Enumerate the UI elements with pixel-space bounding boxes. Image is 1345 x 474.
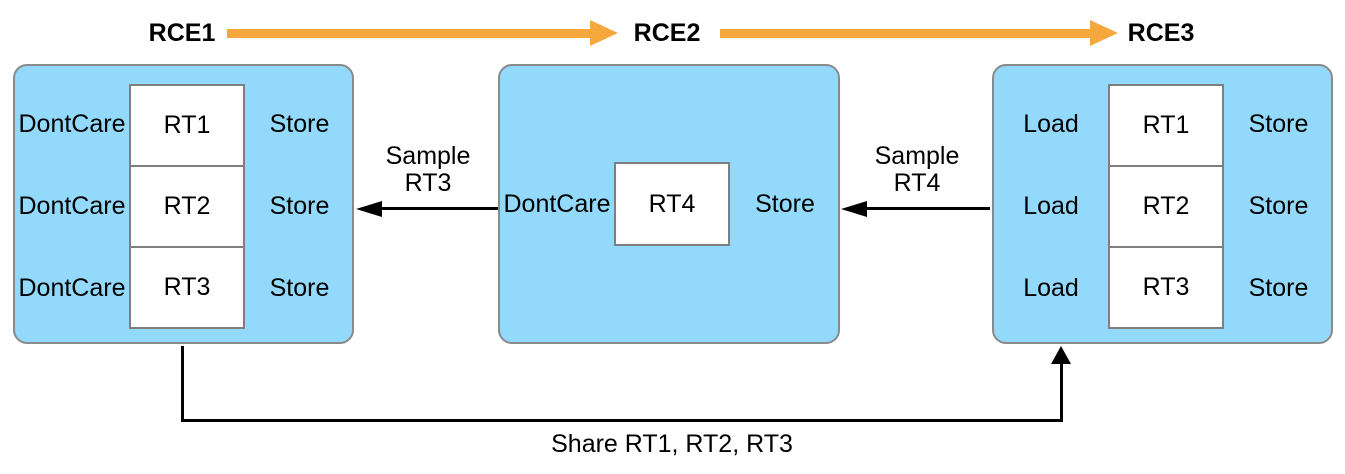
sample-rt4-label: Sample RT4	[837, 143, 997, 197]
sample-arrow-rce3-rce2	[859, 207, 990, 210]
rce3-load-actions: Load Load Load	[994, 84, 1108, 329]
timeline-arrow-rce1-rce2	[227, 29, 591, 38]
sample-label-line1: Sample	[874, 142, 960, 170]
sample-label-line2: RT4	[893, 169, 941, 197]
sample-label-line1: Sample	[385, 142, 471, 170]
stage-label-rce1: RCE1	[148, 19, 216, 47]
load-action-label: Load	[1023, 110, 1079, 139]
load-action-label: DontCare	[18, 273, 126, 302]
share-targets-label: Share RT1, RT2, RT3	[551, 430, 793, 458]
load-action-label: Load	[1023, 273, 1079, 302]
store-action-label: Store	[269, 273, 330, 302]
render-target-box: RT4	[614, 162, 730, 246]
sample-label-line2: RT3	[404, 169, 452, 197]
render-target-box: RT1	[129, 84, 245, 167]
render-target-box: RT3	[129, 246, 245, 329]
share-arrow-segment-up	[1060, 362, 1063, 422]
store-action-label: Store	[269, 192, 330, 220]
share-arrow-segment-down	[181, 346, 184, 419]
sample-rt3-label: Sample RT3	[348, 143, 508, 197]
encoder-block-rce3: Load Load Load RT1 RT2 RT3 Store Store S…	[992, 64, 1333, 344]
share-arrow-segment-across	[181, 419, 1063, 422]
render-target-box: RT1	[1108, 84, 1224, 167]
timeline-arrowhead-rce2-rce3-icon	[1090, 20, 1118, 46]
store-action-label: Store	[1248, 273, 1309, 302]
rce1-store-actions: Store Store Store	[245, 84, 354, 329]
render-target-box: RT2	[1108, 165, 1224, 248]
rce1-render-target-stack: RT1 RT2 RT3	[129, 84, 245, 329]
rce3-render-target-stack: RT1 RT2 RT3	[1108, 84, 1224, 329]
stage-label-rce3: RCE3	[1127, 19, 1195, 47]
rce1-load-actions: DontCare DontCare DontCare	[15, 84, 129, 329]
load-action-label: DontCare	[18, 110, 126, 139]
timeline-arrow-rce2-rce3	[720, 29, 1091, 38]
store-action-label: Store	[755, 189, 815, 218]
encoder-block-rce1: DontCare DontCare DontCare RT1 RT2 RT3 S…	[13, 64, 354, 344]
load-action-label: Load	[1023, 192, 1079, 220]
load-action-label: DontCare	[18, 192, 126, 220]
sample-arrow-rce2-rce1	[374, 207, 498, 210]
store-action-label: Store	[1248, 192, 1309, 220]
timeline-arrowhead-rce1-rce2-icon	[590, 20, 618, 46]
sample-arrowhead-rce3-rce2-icon	[841, 201, 867, 217]
rce3-store-actions: Store Store Store	[1224, 84, 1333, 329]
render-target-box: RT3	[1108, 246, 1224, 329]
load-action-label: DontCare	[503, 189, 611, 218]
store-action-label: Store	[1248, 110, 1309, 139]
encoder-block-rce2: DontCare RT4 Store	[498, 64, 840, 344]
sample-arrowhead-rce2-rce1-icon	[356, 201, 382, 217]
share-arrowhead-up-icon	[1051, 346, 1071, 364]
stage-label-rce2: RCE2	[633, 19, 701, 47]
store-action-label: Store	[269, 110, 330, 139]
render-target-box: RT2	[129, 165, 245, 248]
